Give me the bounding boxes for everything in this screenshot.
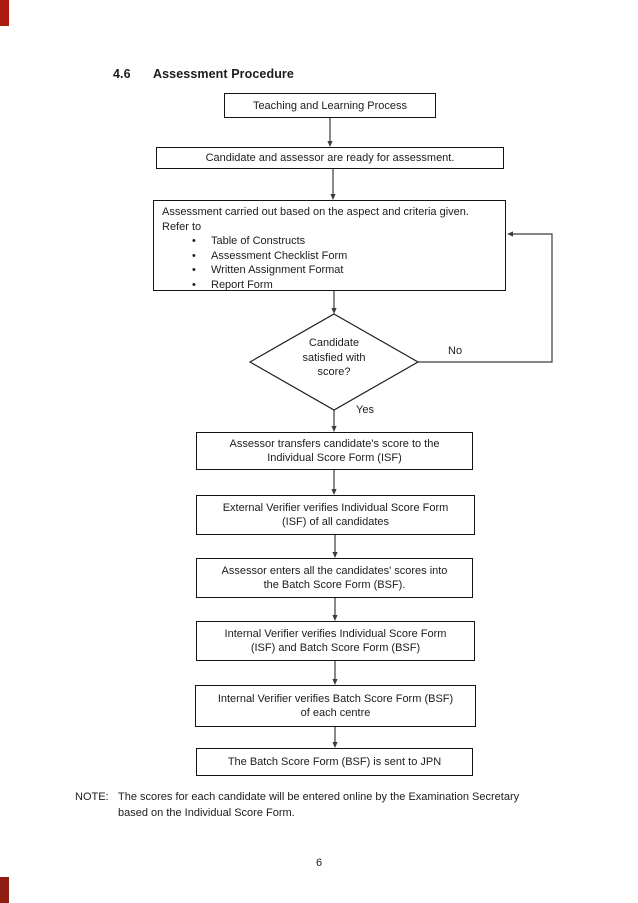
page-edge-artifact-bottom — [0, 877, 9, 903]
flow-box-text: Assessment carried out based on the aspe… — [162, 206, 469, 218]
flow-box-batch-entry: Assessor enters all the candidates' scor… — [196, 558, 473, 598]
flow-box-text: External Verifier verifies Individual Sc… — [222, 502, 449, 514]
flow-box-internal-verify-isf: Internal Verifier verifies Individual Sc… — [196, 621, 475, 661]
decision-text-line: Candidate — [308, 337, 360, 349]
flow-box-internal-verify-bsf: Internal Verifier verifies Batch Score F… — [195, 685, 476, 727]
flow-box-text: Internal Verifier verifies Individual Sc… — [224, 628, 447, 640]
note-line: based on the Individual Score Form. — [118, 807, 295, 819]
flow-box-text: of each centre — [300, 707, 371, 719]
bullet-icon: • — [192, 249, 196, 262]
decision-text-line: score? — [317, 366, 351, 378]
section-number: 4.6 — [113, 67, 131, 81]
bullet-icon: • — [192, 235, 196, 247]
branch-label-yes: Yes — [356, 404, 374, 416]
flow-box-ready: Candidate and assessor are ready for ass… — [156, 147, 504, 169]
bullet-label: Table of Constructs — [211, 235, 306, 247]
flow-box-text: Individual Score Form (ISF) — [267, 452, 402, 464]
page-edge-artifact-top — [0, 0, 9, 26]
list-item: • Table of Constructs — [162, 234, 305, 249]
flow-box-text: Teaching and Learning Process — [252, 99, 408, 112]
list-item: • Assessment Checklist Form — [162, 249, 347, 264]
note-label: NOTE: — [75, 791, 109, 803]
decision-label: Candidate satisfied with score? — [264, 336, 404, 380]
flow-box-assessment: Assessment carried out based on the aspe… — [153, 200, 506, 291]
bullet-icon: • — [192, 264, 196, 276]
bullet-icon: • — [192, 278, 196, 291]
page-number: 6 — [315, 857, 323, 869]
bullet-label: Written Assignment Format — [211, 264, 344, 276]
flow-box-text: Assessor transfers candidate's score to … — [229, 438, 440, 450]
note-body: The scores for each candidate will be en… — [118, 789, 519, 821]
section-title: Assessment Procedure — [153, 67, 294, 81]
note: NOTE: The scores for each candidate will… — [75, 789, 519, 821]
flow-box-transfer: Assessor transfers candidate's score to … — [196, 432, 473, 470]
list-item: • Written Assignment Format — [162, 263, 343, 278]
flow-box-text: Internal Verifier verifies Batch Score F… — [217, 693, 454, 705]
flow-box-text: the Batch Score Form (BSF). — [263, 579, 406, 591]
flow-box-text: Assessor enters all the candidates' scor… — [221, 565, 448, 577]
flow-box-text: The Batch Score Form (BSF) is sent to JP… — [227, 756, 442, 768]
flow-box-text: Refer to — [162, 220, 202, 233]
list-item: • Report Form — [162, 278, 273, 293]
branch-label-no: No — [448, 345, 463, 357]
flow-box-external-verify: External Verifier verifies Individual Sc… — [196, 495, 475, 535]
flow-box-text: (ISF) of all candidates — [282, 516, 389, 528]
flow-box-text: Candidate and assessor are ready for ass… — [205, 152, 455, 164]
flow-box-sent-jpn: The Batch Score Form (BSF) is sent to JP… — [196, 748, 473, 776]
note-line: The scores for each candidate will be en… — [118, 791, 520, 803]
bullet-label: Report Form — [211, 278, 273, 291]
decision-text-line: satisfied with — [302, 351, 366, 364]
flow-box-teaching: Teaching and Learning Process — [224, 93, 436, 118]
section-heading: 4.6 Assessment Procedure — [113, 67, 294, 81]
bullet-label: Assessment Checklist Form — [211, 249, 348, 262]
flow-box-text: (ISF) and Batch Score Form (BSF) — [250, 642, 421, 654]
